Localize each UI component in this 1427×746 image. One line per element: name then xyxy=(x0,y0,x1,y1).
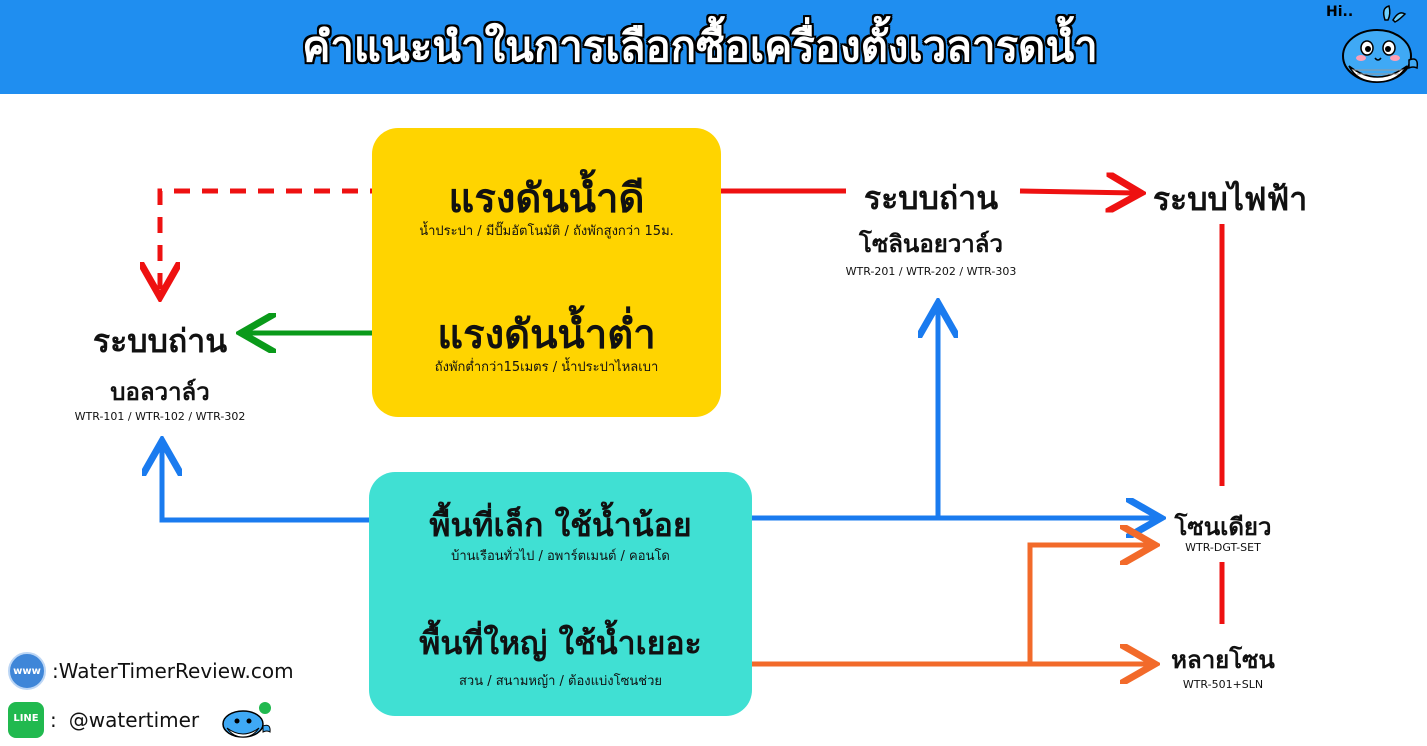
line-separator: : xyxy=(50,708,57,732)
arrow-large-to-single xyxy=(1027,545,1150,664)
small-area-title: พื้นที่เล็ก ใช้น้ำน้อย xyxy=(429,506,692,544)
battery-solenoid-title: ระบบถ่าน xyxy=(863,179,999,217)
greeting-text: Hi.. xyxy=(1326,4,1354,20)
battery-solenoid-models: WTR-201 / WTR-202 / WTR-303 xyxy=(845,265,1017,278)
website-link[interactable]: :WaterTimerReview.com xyxy=(52,659,294,683)
single-zone-model: WTR-DGT-SET xyxy=(1185,541,1261,554)
small-area-desc: บ้านเรือนทั่วไป / อพาร์ตเมนต์ / คอนโด xyxy=(451,549,670,564)
globe-icon: www xyxy=(8,652,46,690)
battery-ball-title: ระบบถ่าน xyxy=(92,322,228,360)
footer-website-row: www :WaterTimerReview.com xyxy=(8,652,294,690)
line-icon-label: LINE xyxy=(13,713,39,724)
low-pressure-title: แรงดันน้ำต่ำ xyxy=(437,312,656,358)
arrow-small-to-ball xyxy=(162,446,386,523)
single-zone-title: โซนเดียว xyxy=(1174,513,1272,541)
battery-ball-models: WTR-101 / WTR-102 / WTR-302 xyxy=(74,410,246,423)
multi-zone-model: WTR-501+SLN xyxy=(1182,678,1264,691)
large-area-title: พื้นที่ใหญ่ ใช้น้ำเยอะ xyxy=(419,624,702,662)
pressure-box xyxy=(372,128,721,417)
high-pressure-title: แรงดันน้ำดี xyxy=(448,176,645,222)
arrow-solenoid-to-electric xyxy=(1019,191,1136,193)
footer-line-row: LINE : @watertimer xyxy=(8,700,275,740)
large-area-desc: สวน / สนามหญ้า / ต้องแบ่งโซนช่วย xyxy=(458,674,663,689)
line-app-icon: LINE xyxy=(8,702,44,738)
area-box xyxy=(369,472,752,716)
high-pressure-desc: น้ำประปา / มีปั๊มอัตโนมัติ / ถังพักสูงกว… xyxy=(419,224,674,239)
whale-mascot-icon xyxy=(1342,5,1419,83)
globe-icon-label: www xyxy=(13,666,41,677)
line-id-link[interactable]: @watertimer xyxy=(68,708,200,732)
battery-solenoid-subtitle: โซลินอยวาล์ว xyxy=(859,230,1003,258)
electric-title: ระบบไฟฟ้า xyxy=(1152,180,1308,218)
low-pressure-desc: ถังพักต่ำกว่า15เมตร / น้ำประปาไหลเบา xyxy=(434,360,659,375)
header-bar: คำแนะนำในการเลือกซื้อเครื่องตั้งเวลารดน้… xyxy=(0,0,1427,94)
arrow-high-to-ball xyxy=(160,188,386,292)
multi-zone-title: หลายโซน xyxy=(1171,646,1275,674)
battery-ball-subtitle: บอลวาล์ว xyxy=(110,378,210,406)
page-title: คำแนะนำในการเลือกซื้อเครื่องตั้งเวลารดน้… xyxy=(302,22,1098,71)
whale-mascot-small-icon xyxy=(222,702,272,738)
